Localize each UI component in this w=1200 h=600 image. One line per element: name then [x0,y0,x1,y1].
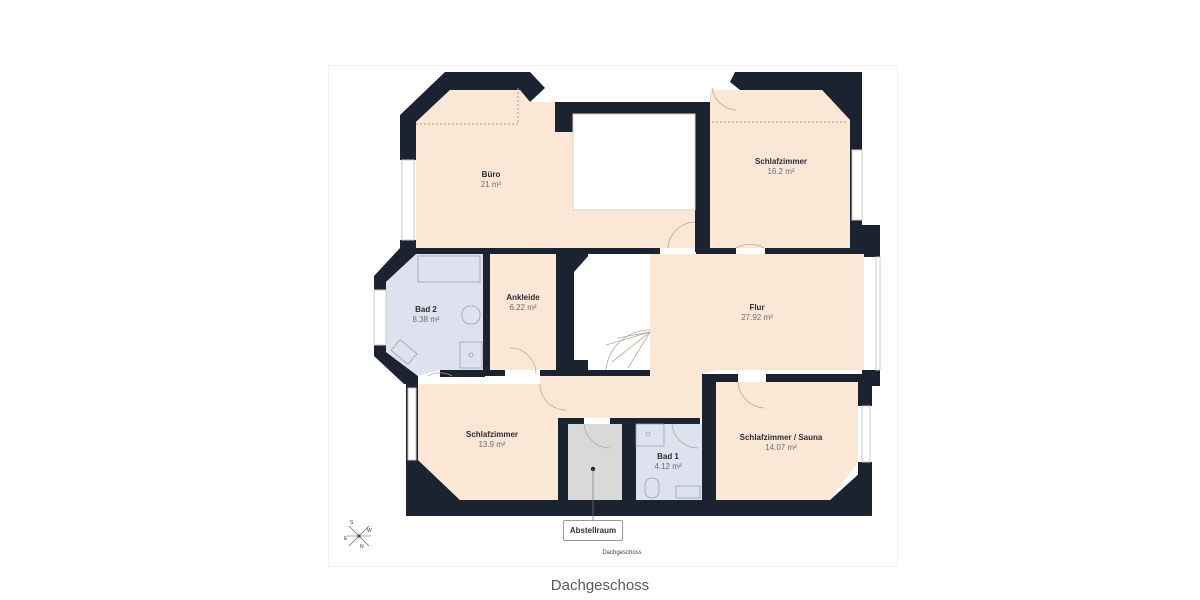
compass-s: S [350,520,354,526]
room-schlafzimmer-sauna: Schlafzimmer / Sauna 14.07 m² [740,433,823,453]
room-area: 21 m² [480,180,502,189]
room-name: Büro [481,170,501,179]
room-bad-1: Bad 1 4.12 m² [654,452,681,472]
room-ankleide: Ankleide 6.22 m² [506,293,539,313]
room-area: 13.9 m² [478,440,506,449]
room-name: Schlafzimmer [754,157,808,166]
room-bad-2: Bad 2 8.38 m² [412,305,439,325]
room-name: Ankleide [506,293,540,302]
room-name: Bad 1 [657,452,679,461]
room-area: 4.12 m² [654,462,682,471]
room-flur: Flur 27.92 m² [741,303,773,323]
room-name: Schlafzimmer [465,430,519,439]
room-area: 6.22 m² [509,303,537,312]
compass-n: N [360,544,364,550]
compass-e: E [344,536,348,542]
room-name: Flur [749,303,765,312]
room-name: Schlafzimmer / Sauna [739,433,823,442]
room-schlafzimmer-1: Schlafzimmer 16.2 m² [755,157,807,177]
room-area: 27.92 m² [741,313,773,322]
compass-icon: S W E N [343,520,375,552]
compass-w: W [367,528,372,534]
room-area: 16.2 m² [767,167,795,176]
room-name: Bad 2 [415,305,437,314]
room-buero: Büro 21 m² [481,170,501,190]
room-area: 8.38 m² [412,315,440,324]
floor-caption: Dachgeschoss [550,577,650,594]
room-schlafzimmer-2: Schlafzimmer 13.9 m² [466,430,518,450]
room-area: 14.07 m² [765,443,797,452]
abstellraum-callout: Abstellraum [563,520,623,541]
floor-label-small: Dachgeschoss [602,550,642,556]
